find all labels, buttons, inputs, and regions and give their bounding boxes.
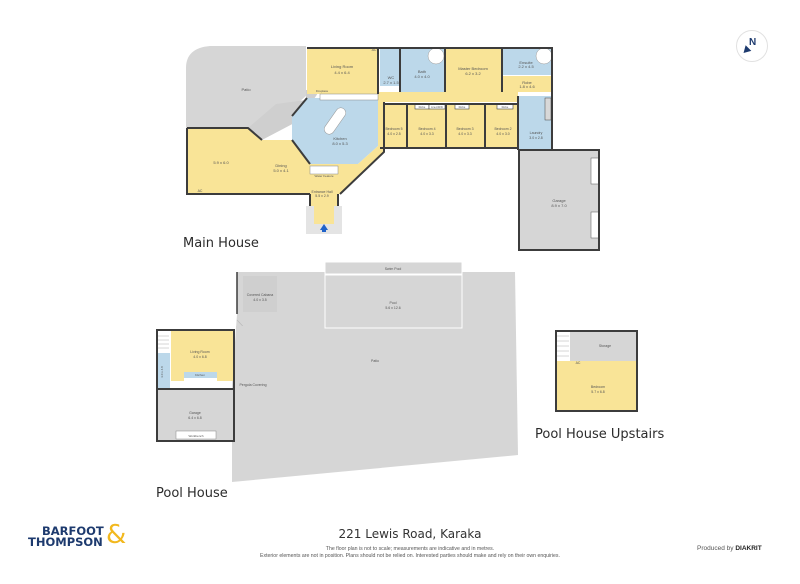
label-fireplace: Fireplace — [316, 89, 329, 93]
label-linen: Linen/WiFi — [431, 106, 443, 109]
label-master-bedroom: Master Bedroom — [458, 66, 488, 71]
label-bedroom-4: Bedroom 4 — [418, 127, 435, 131]
north-label: N — [749, 37, 757, 48]
label-master-robe-dims: 1.8 x 4.6 — [519, 84, 535, 89]
label-covered-cabana: Covered Cabana — [247, 293, 274, 297]
label-bedroom-5-dims: 4.0 x 2.5 — [387, 132, 400, 136]
produced-by-label: Produced by — [697, 545, 734, 552]
pool-house-title: Pool House — [156, 486, 228, 501]
label-kitchen: Kitchen — [333, 136, 346, 141]
label-garage: Garage — [552, 198, 566, 203]
main-bedroom-4 — [408, 104, 446, 148]
label-laundry-dims: 3.0 x 2.8 — [529, 136, 542, 140]
label-upstairs-ac: AC — [576, 361, 581, 365]
label-robe-2: Robe — [459, 105, 466, 109]
label-entrance-hall: Entrance Hall — [311, 190, 332, 194]
main-house-title: Main House — [183, 236, 259, 251]
pool-swim-pool — [324, 261, 463, 275]
label-bedroom-5: Bedroom 5 — [385, 127, 402, 131]
label-entrance-hall-dims: 5.5 x 2.9 — [315, 194, 328, 198]
label-bath-dims: 4.0 x 4.0 — [414, 74, 430, 79]
label-master-robe: Robe — [522, 80, 532, 85]
main-bedroom-3 — [447, 104, 485, 148]
label-dining-dims: 5.0 x 4.1 — [273, 168, 289, 173]
label-bedroom-3-dims: 4.0 x 3.3 — [458, 132, 471, 136]
produced-by: Produced by DIAKRIT — [697, 545, 762, 552]
label-wc-dims: 2.7 x 1.5 — [383, 80, 399, 85]
label-ensuite-dims: 2.2 x 4.5 — [518, 64, 534, 69]
label-family-dims: 5.9 x 6.0 — [213, 160, 229, 165]
label-workbench: Workbench — [188, 434, 203, 438]
label-upstairs-bedroom-dims: 5.7 x 6.8 — [591, 390, 604, 394]
label-pool-bath-dims: 3.0 x 4.8 — [160, 366, 164, 378]
label-ensuite: Ensuite — [519, 60, 533, 65]
label-living-room-dims: 4.4 x 6.4 — [334, 70, 350, 75]
label-living-room: Living Room — [331, 64, 354, 69]
disclaimer-line-1: The floor plan is not to scale; measurem… — [325, 546, 495, 552]
label-bath: Bath — [418, 69, 426, 74]
pool-pool — [324, 274, 463, 329]
label-patio: Patio — [241, 87, 251, 92]
brand-logo: BARFOOT THOMPSON — [28, 524, 104, 549]
main-entrance-hall — [310, 188, 338, 206]
label-swim-pool: Swim Pool — [385, 267, 402, 271]
label-kitchen-dims: 8.0 x 5.3 — [332, 141, 348, 146]
brand-line-1: BARFOOT — [42, 524, 104, 538]
main-master-bedroom — [445, 48, 502, 92]
label-pool-living-room: Living Room — [190, 350, 210, 354]
main-bedroom-2 — [486, 104, 518, 148]
brand-ampersand: & — [106, 520, 127, 550]
brand-line-2: THOMPSON — [28, 535, 103, 549]
label-wc: WC — [388, 75, 395, 80]
label-laundry: Laundry — [530, 131, 543, 135]
main-master-robe — [502, 76, 552, 92]
label-covered-cabana-dims: 4.0 x 3.5 — [253, 298, 266, 302]
label-pool: Pool — [389, 301, 396, 305]
label-pool-living-room-dims: 4.0 x 6.8 — [193, 355, 206, 359]
pool-bath — [157, 353, 170, 389]
label-upstairs-bedroom: Bedroom — [591, 385, 605, 389]
upstairs-storage — [570, 331, 637, 361]
label-robe: Robe — [419, 105, 426, 109]
label-master-bedroom-dims: 6.2 x 3.2 — [465, 71, 481, 76]
label-pool-dims: 5.6 x 12.6 — [385, 306, 400, 310]
label-ac: AC — [372, 48, 377, 52]
label-bedroom-3: Bedroom 3 — [456, 127, 473, 131]
label-bedroom-2: Bedroom 2 — [494, 127, 511, 131]
label-dining: Dining — [275, 163, 286, 168]
label-pergola: Pergola Covering — [239, 383, 266, 387]
label-pool-patio: Patio — [371, 359, 379, 363]
main-living-room — [307, 48, 378, 94]
pool-house-upstairs-title: Pool House Upstairs — [535, 427, 665, 442]
label-pool-kitchen: Kitchen — [195, 373, 205, 377]
pool-covered-cabana — [243, 276, 277, 312]
pool-kitchen — [184, 372, 217, 378]
label-pool-garage-dims: 6.4 x 6.8 — [188, 416, 201, 420]
compass: N — [736, 30, 768, 62]
main-bedroom-5 — [380, 104, 407, 148]
main-garage — [519, 150, 599, 250]
label-bedroom-4-dims: 4.0 x 3.3 — [420, 132, 433, 136]
disclaimer-line-2: Exterior elements are not in position. P… — [260, 553, 560, 559]
main-wc — [380, 48, 400, 86]
main-family-room — [187, 128, 262, 194]
producer-name: DIAKRIT — [735, 545, 762, 552]
label-ac-2: AC — [198, 189, 203, 193]
pool-workbench — [175, 430, 217, 440]
label-garage-dims: 8.9 x 7.0 — [551, 203, 567, 208]
main-dining — [262, 140, 310, 194]
label-water-feature: Water Feature — [314, 174, 333, 178]
label-pool-garage: Garage — [189, 411, 201, 415]
upstairs-bedroom — [556, 361, 637, 411]
label-robe-3: Robe — [502, 105, 509, 109]
label-bedroom-2-dims: 4.0 x 3.0 — [496, 132, 509, 136]
label-upstairs-storage: Storage — [599, 344, 611, 348]
property-address: 221 Lewis Road, Karaka — [338, 527, 482, 541]
